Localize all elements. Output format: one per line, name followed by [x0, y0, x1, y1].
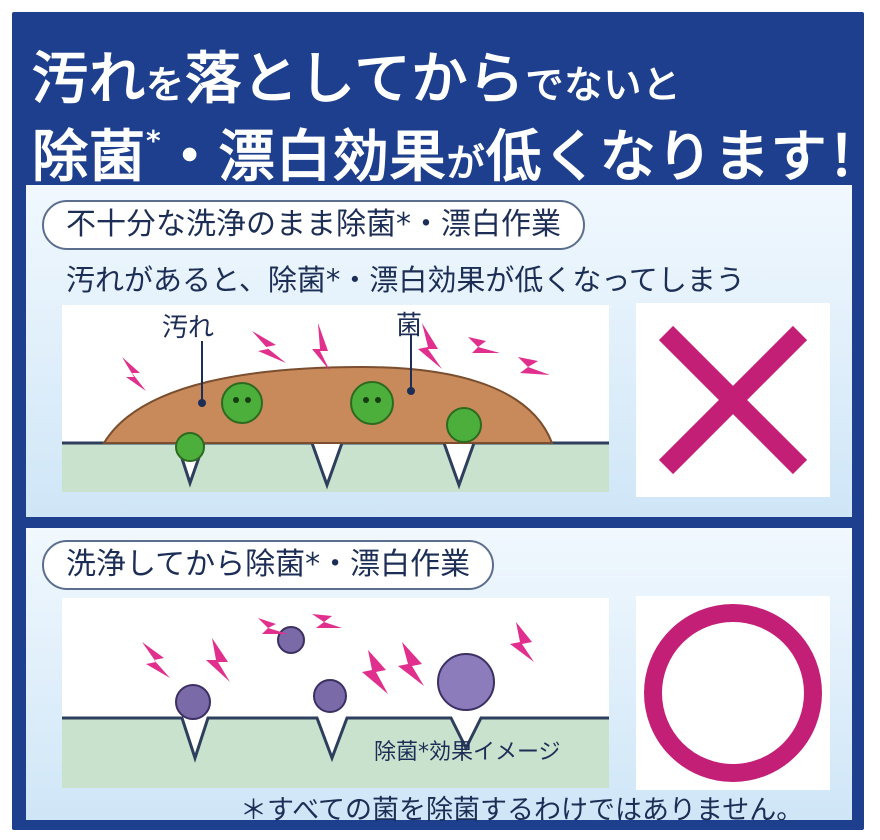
headline-particle: を: [146, 63, 186, 107]
good-case-illustration: 除菌*効果イメージ: [62, 598, 609, 788]
bad-case-panel: 不十分な洗浄のまま除菌*・漂白作業 汚れがあると、除菌*・漂白効果が低くなってし…: [26, 185, 852, 517]
headline-word-bleach-effect: ・漂白効果: [161, 125, 447, 190]
clean-surface-line: [62, 716, 609, 763]
good-case-panel: 洗浄してから除菌*・漂白作業: [26, 528, 852, 826]
good-case-pill: 洗浄してから除菌*・漂白作業: [42, 540, 495, 590]
headline-condition: でないと: [525, 63, 682, 107]
dirt-mound: [102, 365, 554, 444]
cross-verdict: [636, 303, 830, 497]
effect-image-label: 除菌*効果イメージ: [374, 740, 561, 765]
circle-icon: [644, 604, 822, 782]
headline-word-remove: 落としてから: [185, 47, 526, 112]
header-banner: 汚れを落としてからでないと 除菌*・漂白効果が低くなります！: [12, 12, 880, 190]
headline-word-dirt: 汚れ: [32, 47, 146, 112]
headline-word-lower: 低くなります！: [485, 125, 880, 190]
headline-line-1: 汚れを落としてからでないと: [32, 34, 681, 115]
bad-case-subtitle: 汚れがあると、除菌*・漂白効果が低くなってしまう: [66, 263, 745, 297]
cross-icon: [658, 325, 808, 475]
headline-particle-ga: が: [446, 141, 486, 185]
lightning-bolt-icon: [122, 323, 550, 391]
surface-line: [62, 441, 609, 490]
bad-case-illustration: 汚れ 菌: [62, 305, 609, 492]
lightning-bolt-icon: [142, 614, 534, 694]
label-dirt: 汚れ: [162, 313, 215, 343]
label-germ: 菌: [396, 311, 423, 341]
surface: [62, 443, 609, 492]
germ-defeated-icon: [175, 626, 495, 720]
headline-line-2: 除菌*・漂白効果が低くなります！: [32, 112, 880, 193]
circle-verdict: [636, 596, 830, 790]
headline-asterisk: *: [146, 124, 162, 157]
headline-word-sterilize: 除菌: [32, 125, 146, 190]
bad-case-pill: 不十分な洗浄のまま除菌*・漂白作業: [42, 200, 585, 250]
germ-green-icon: [175, 381, 482, 462]
footnote: ＊すべての菌を除菌するわけではありません。: [240, 795, 804, 826]
